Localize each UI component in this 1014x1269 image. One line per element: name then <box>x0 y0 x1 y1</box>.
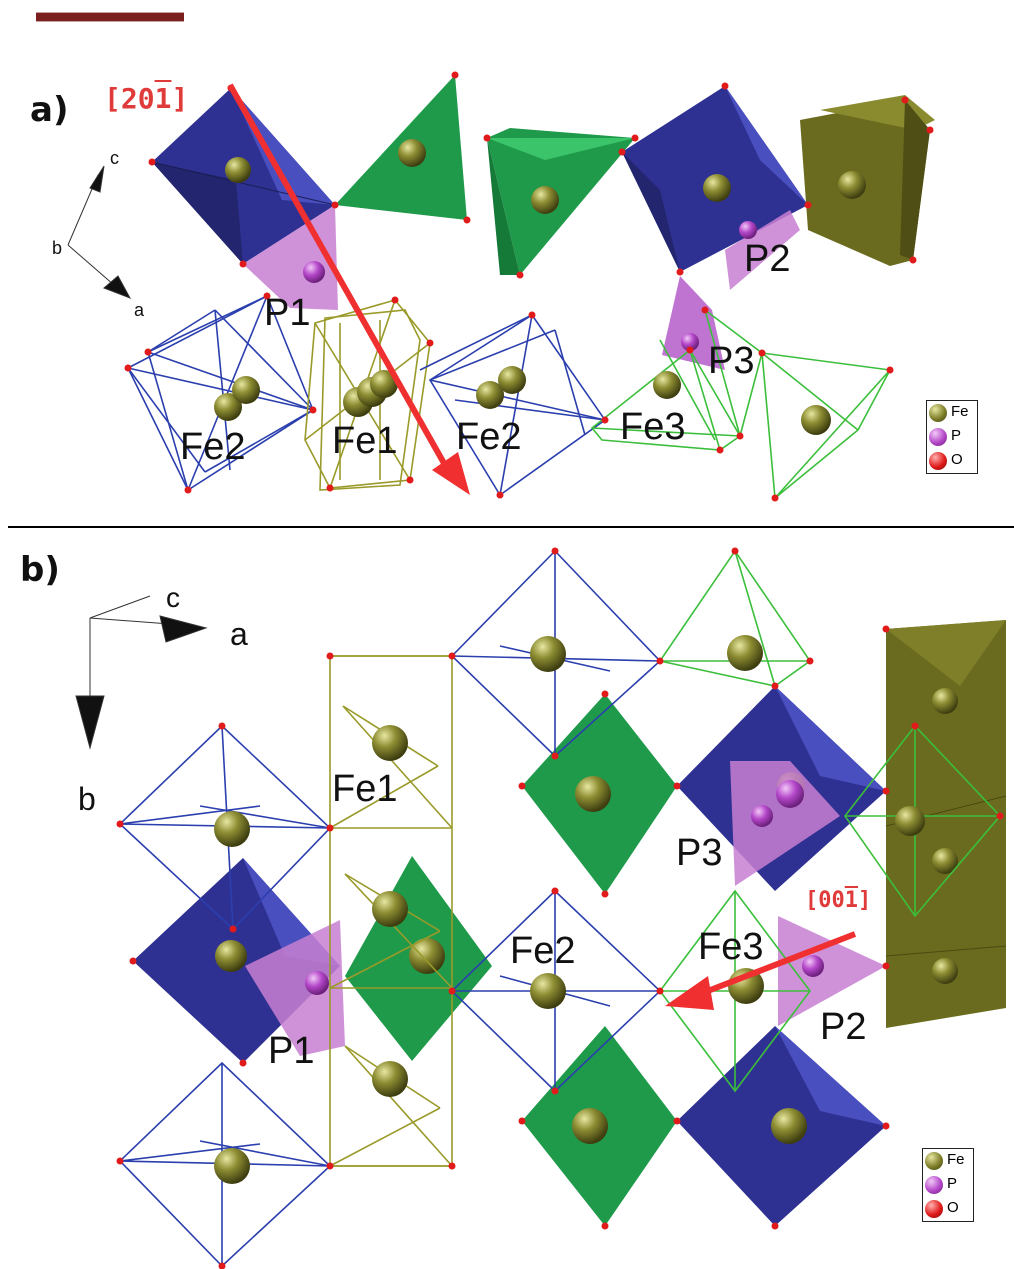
legend-row-p: P <box>927 425 977 449</box>
phosphate-tetrahedron-p3 <box>730 761 840 886</box>
phosphate-tetrahedron-p1 <box>245 920 345 1056</box>
site-label-fe2: Fe2 <box>510 930 576 972</box>
direction-label-a: [201] <box>104 82 188 115</box>
panel-b-label: b) <box>20 550 60 590</box>
site-label-fe3: Fe3 <box>698 926 764 968</box>
oxygen-atoms <box>124 71 934 502</box>
p-atom <box>739 221 757 239</box>
p-legend-icon <box>929 428 947 446</box>
direction-bar-digit: 1 <box>154 82 172 115</box>
legend-text-fe: Fe <box>947 1151 965 1168</box>
fe-atom <box>498 366 526 394</box>
fe-octahedron-solid-right <box>622 86 808 272</box>
site-label-fe3: Fe3 <box>620 406 686 448</box>
fe-tetrahedron-solid-1 <box>522 694 677 894</box>
legend-row-o: O <box>927 449 977 473</box>
fe-atom <box>530 636 566 672</box>
o-legend-icon <box>925 1200 943 1218</box>
p-atom <box>305 971 329 995</box>
fe-prism-column <box>885 620 1007 1028</box>
fe-octahedron-solid-bottom <box>677 1026 886 1226</box>
o-legend-icon <box>929 452 947 470</box>
fe-atom <box>727 635 763 671</box>
legend-text-fe: Fe <box>951 403 969 420</box>
fe-atom <box>476 381 504 409</box>
site-label-fe1: Fe1 <box>332 420 398 462</box>
axis-label-a-b: a <box>230 616 248 652</box>
direction-prefix: [20 <box>104 82 155 115</box>
p-atom <box>681 333 699 351</box>
fe-tetrahedron-solid <box>335 75 467 220</box>
p-atom <box>776 780 804 808</box>
site-label-p2: P2 <box>744 238 791 280</box>
fe-tetrahedron-solid-2 <box>345 856 492 1061</box>
fe-atom <box>372 1061 408 1097</box>
direction-bar-digit: 1 <box>844 888 858 913</box>
axis-label-c-b: c <box>166 582 180 613</box>
fe-tetrahedron-solid-3 <box>522 1026 677 1226</box>
fe-atom <box>370 370 398 398</box>
direction-arrow-a <box>227 83 470 495</box>
fe-atom <box>214 393 242 421</box>
direction-label-b: [001] <box>805 888 871 913</box>
panel-a-label: a) <box>30 90 69 130</box>
fe-atom <box>214 811 250 847</box>
legend-text-o: O <box>947 1199 959 1216</box>
fe-legend-icon <box>929 404 947 422</box>
phosphate-tetrahedron-p2 <box>725 210 800 290</box>
p-atom <box>303 261 325 283</box>
axis-label-b: b <box>52 238 63 258</box>
fe-atom <box>372 725 408 761</box>
site-label-p1: P1 <box>268 1030 315 1072</box>
axis-label-b-b: b <box>78 781 96 817</box>
legend-text-o: O <box>951 451 963 468</box>
legend-text-p: P <box>951 427 962 444</box>
site-label-fe2-mid: Fe2 <box>456 416 522 458</box>
direction-prefix: [00 <box>805 888 845 913</box>
fe-atom <box>653 371 681 399</box>
fe-atom <box>801 405 831 435</box>
legend-text-p: P <box>947 1175 958 1192</box>
direction-arrow-b <box>665 931 857 1010</box>
fe-atom <box>232 376 260 404</box>
fe-tetrahedron-pair <box>487 128 635 275</box>
legend-row-fe: Fe <box>923 1149 973 1173</box>
site-label-p1: P1 <box>264 292 311 334</box>
legend-a: Fe P O <box>926 400 978 474</box>
panel-b-structure <box>75 547 1007 1269</box>
panel-a: a) [201] c b a P1 P2 P3 Fe1 Fe2 Fe2 Fe3 … <box>0 40 1014 520</box>
legend-row-fe: Fe <box>927 401 977 425</box>
phosphate-tetrahedron-p3 <box>662 276 725 370</box>
fe3-wire <box>590 309 891 499</box>
site-label-p3: P3 <box>676 832 723 874</box>
legend-row-p: P <box>923 1173 973 1197</box>
site-label-p3: P3 <box>708 340 755 382</box>
oxygen-atoms <box>116 547 1004 1269</box>
header-accent-bar <box>36 12 184 22</box>
p-atom <box>751 805 773 827</box>
site-label-fe1: Fe1 <box>332 768 398 810</box>
fe-atom <box>530 973 566 1009</box>
fe-atom <box>372 891 408 927</box>
panel-a-structure <box>67 71 935 502</box>
axis-label-a: a <box>134 300 145 320</box>
fe-atom <box>214 1148 250 1184</box>
site-label-p2: P2 <box>820 1006 867 1048</box>
fe-legend-icon <box>925 1152 943 1170</box>
panel-b: b) [001] c a b Fe1 Fe2 Fe3 P1 P2 P3 Fe P… <box>0 536 1014 1269</box>
axis-triad-b <box>75 595 208 750</box>
axis-triad-a <box>67 165 132 299</box>
fe-prism-solid <box>800 95 935 266</box>
fe-atom <box>895 806 925 836</box>
panel-divider <box>8 526 1014 528</box>
axis-label-c: c <box>110 148 119 168</box>
site-label-fe2-left: Fe2 <box>180 426 246 468</box>
p-legend-icon <box>925 1176 943 1194</box>
direction-suffix: ] <box>171 82 189 115</box>
legend-b: Fe P O <box>922 1148 974 1222</box>
legend-row-o: O <box>923 1197 973 1221</box>
p-atom <box>802 955 824 977</box>
direction-suffix: ] <box>858 888 872 913</box>
fe-atom <box>225 157 251 183</box>
